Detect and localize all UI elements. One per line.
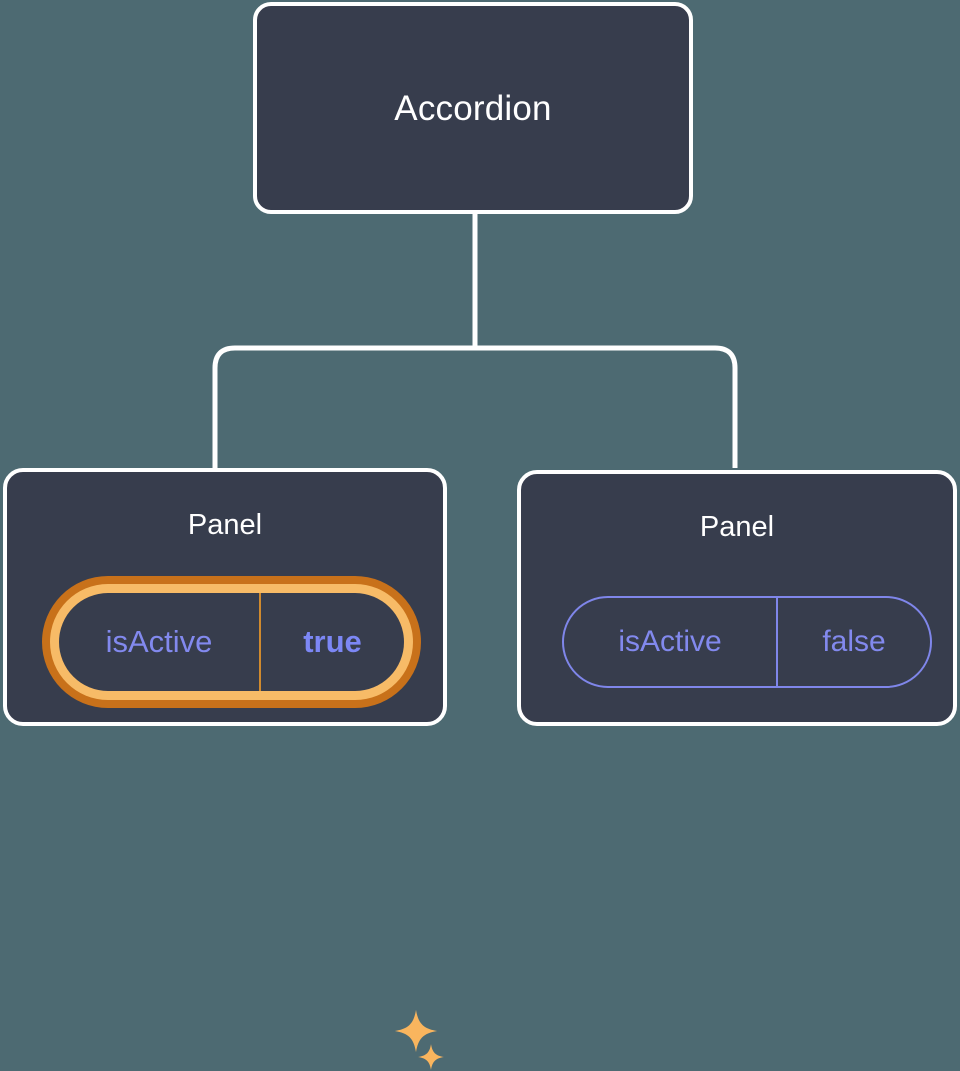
diagram-canvas: Accordion Panel isActive true Panel (3, 2, 957, 1070)
prop-pill[interactable]: isActive false (562, 596, 932, 688)
node-title: Accordion (394, 88, 552, 128)
node-panel-right[interactable]: Panel isActive false (517, 470, 957, 726)
prop-pill[interactable]: isActive true (59, 593, 404, 691)
node-panel-left[interactable]: Panel isActive true (3, 468, 447, 1070)
prop-key: isActive (564, 598, 778, 686)
node-title: Panel (699, 511, 775, 543)
sparkle-large-icon (394, 1009, 438, 1053)
prop-pill-highlighted[interactable]: isActive true (42, 576, 421, 708)
prop-value: true (303, 624, 362, 659)
prop-pill-plain[interactable]: isActive false (562, 596, 932, 688)
node-accordion[interactable]: Accordion (253, 2, 693, 214)
highlight-ring-outer: isActive true (42, 576, 421, 708)
sparkle-small-icon (418, 1044, 444, 1070)
prop-key: isActive (59, 593, 261, 691)
node-title: Panel (187, 509, 263, 541)
prop-value: false (822, 625, 886, 658)
highlight-ring-inner: isActive true (50, 584, 413, 700)
